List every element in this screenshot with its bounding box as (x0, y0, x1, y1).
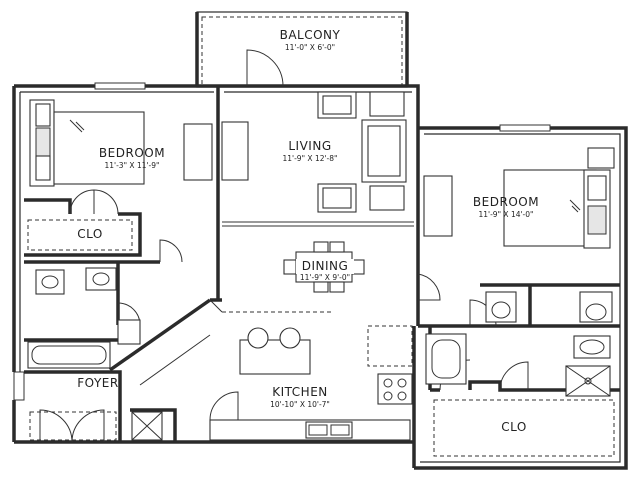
closet2-name: CLO (501, 420, 527, 434)
exterior-walls (12, 84, 628, 470)
kitchen-dims: 10'-10" X 10'-7" (270, 400, 330, 409)
balcony-dims: 11'-0" X 6'-0" (285, 43, 335, 52)
foyer-fixtures (29, 411, 163, 441)
bedroom2-furniture (423, 147, 615, 249)
bedroom2-name: BEDROOM (473, 195, 539, 209)
living-furniture (221, 91, 407, 213)
interior-walls (24, 86, 620, 442)
living-name: LIVING (288, 139, 331, 153)
room-label-living: LIVING 11'-9" X 12'-8" (283, 139, 338, 163)
room-label-dining: DINING 11'-9" X 9'-0" (296, 259, 354, 282)
bath2-fixtures (425, 291, 615, 457)
foyer-name: FOYER (77, 376, 118, 390)
kitchen-name: KITCHEN (272, 385, 328, 399)
bedroom1-furniture (27, 99, 213, 251)
living-dims: 11'-9" X 12'-8" (283, 154, 338, 163)
room-label-bedroom2: BEDROOM 11'-9" X 14'-0" (473, 195, 539, 219)
windows (13, 82, 551, 401)
kitchen-fixtures (209, 325, 413, 441)
balcony-name: BALCONY (280, 28, 341, 42)
bedroom2-dims: 11'-9" X 14'-0" (479, 210, 534, 219)
room-label-kitchen: KITCHEN 10'-10" X 10'-7" (270, 385, 330, 409)
bedroom1-dims: 11'-3" X 11'-9" (105, 161, 160, 170)
closet1-name: CLO (77, 227, 103, 241)
dining-name: DINING (302, 259, 349, 273)
bedroom1-name: BEDROOM (99, 146, 165, 160)
room-label-bedroom1: BEDROOM 11'-3" X 11'-9" (99, 146, 165, 170)
room-label-balcony: BALCONY 11'-0" X 6'-0" (280, 28, 341, 52)
dining-dims: 11'-9" X 9'-0" (300, 273, 350, 282)
bath1-fixtures (27, 267, 141, 369)
